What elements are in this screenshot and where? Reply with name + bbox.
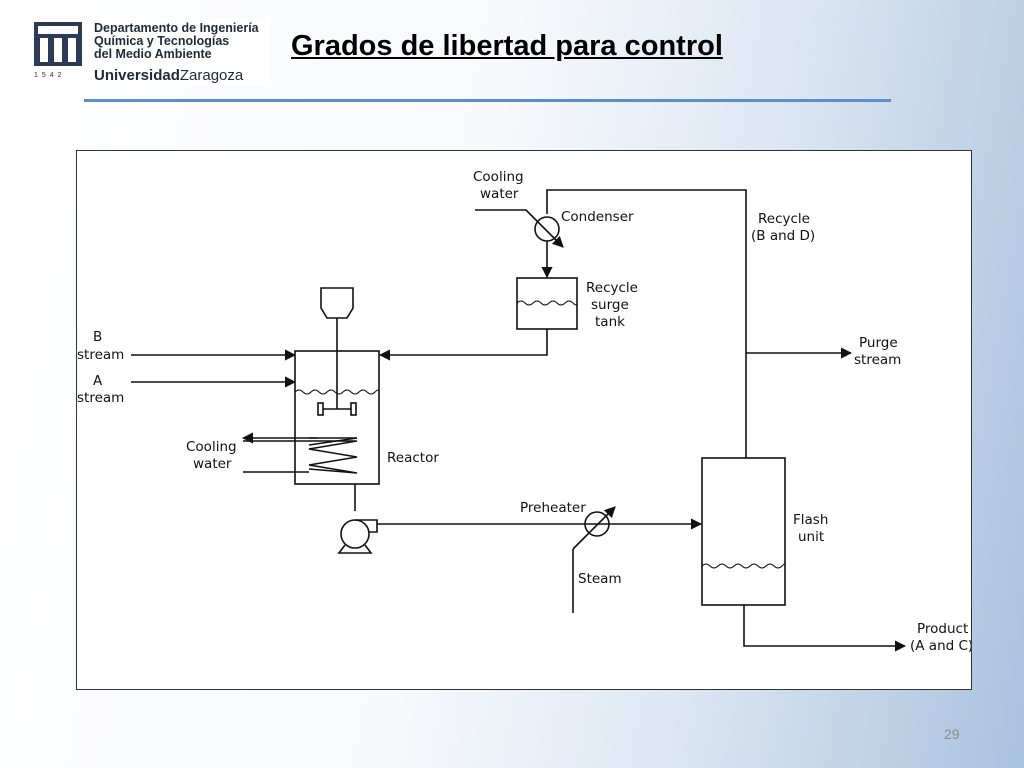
recycle-line: [546, 189, 747, 458]
condenser-icon: [534, 216, 560, 242]
logo-university-rest: Zaragoza: [179, 67, 244, 84]
label-cooling-water-left-1: Cooling: [186, 439, 237, 455]
label-surge-tank-1: Recycle: [586, 280, 638, 296]
label-flash-2: unit: [798, 529, 824, 545]
label-product-1: Product: [917, 621, 968, 637]
label-steam: Steam: [578, 571, 622, 587]
label-a-stream-1: A: [93, 373, 103, 389]
logo-department-line3: del Medio Ambiente: [94, 47, 212, 61]
process-flow-diagram: Cooling water Condenser Recycle (B and D…: [77, 169, 971, 654]
label-cooling-water-top-1: Cooling: [473, 169, 524, 185]
flash-unit-vessel: [701, 457, 786, 606]
label-a-stream-2: stream: [77, 390, 124, 406]
label-purge-2: stream: [854, 352, 901, 368]
logo-department-line2: Química y Tecnologías: [94, 34, 230, 48]
agitator-motor-icon: [320, 287, 354, 319]
reactor-liquid-level: [294, 389, 380, 395]
agitator-blade-right: [350, 402, 357, 416]
surge-to-reactor-line: [378, 329, 548, 361]
label-cooling-water-left-2: water: [193, 456, 232, 472]
product-line: [743, 605, 907, 652]
label-surge-tank-2: surge: [591, 297, 629, 313]
label-preheater: Preheater: [520, 500, 586, 516]
logo-university-name: UniversidadZaragoza: [94, 67, 243, 84]
slide-title: Grados de libertad para control: [291, 30, 723, 62]
page-number: 29: [944, 726, 960, 742]
process-diagram-frame: Cooling water Condenser Recycle (B and D…: [76, 150, 972, 690]
logo-university-bold: Universidad: [94, 67, 180, 84]
surge-tank-liquid-level: [516, 300, 578, 306]
flash-liquid-level: [701, 563, 786, 569]
university-crest-icon: [34, 22, 82, 66]
label-b-stream-1: B: [93, 329, 102, 345]
title-underline-rule: [84, 99, 891, 102]
label-condenser: Condenser: [561, 209, 634, 225]
agitator-blade-left: [317, 402, 324, 416]
logo-department-line1: Departamento de Ingeniería: [94, 21, 259, 35]
preheater-icon: [584, 511, 610, 537]
label-reactor: Reactor: [387, 450, 439, 466]
label-cooling-water-top-2: water: [480, 186, 519, 202]
label-recycle-1: Recycle: [758, 211, 810, 227]
label-purge-1: Purge: [859, 335, 898, 351]
label-surge-tank-3: tank: [595, 314, 625, 330]
label-flash-1: Flash: [793, 512, 828, 528]
pump-icon: [340, 519, 370, 549]
label-recycle-2: (B and D): [751, 228, 815, 244]
label-product-2: (A and C): [910, 638, 971, 654]
logo-year: 1542: [34, 72, 66, 79]
cooling-coil-icon: [243, 440, 358, 474]
label-b-stream-2: stream: [77, 347, 124, 363]
university-logo: 1542 Departamento de Ingeniería Química …: [26, 18, 270, 86]
cooling-water-top-line: [475, 209, 564, 248]
